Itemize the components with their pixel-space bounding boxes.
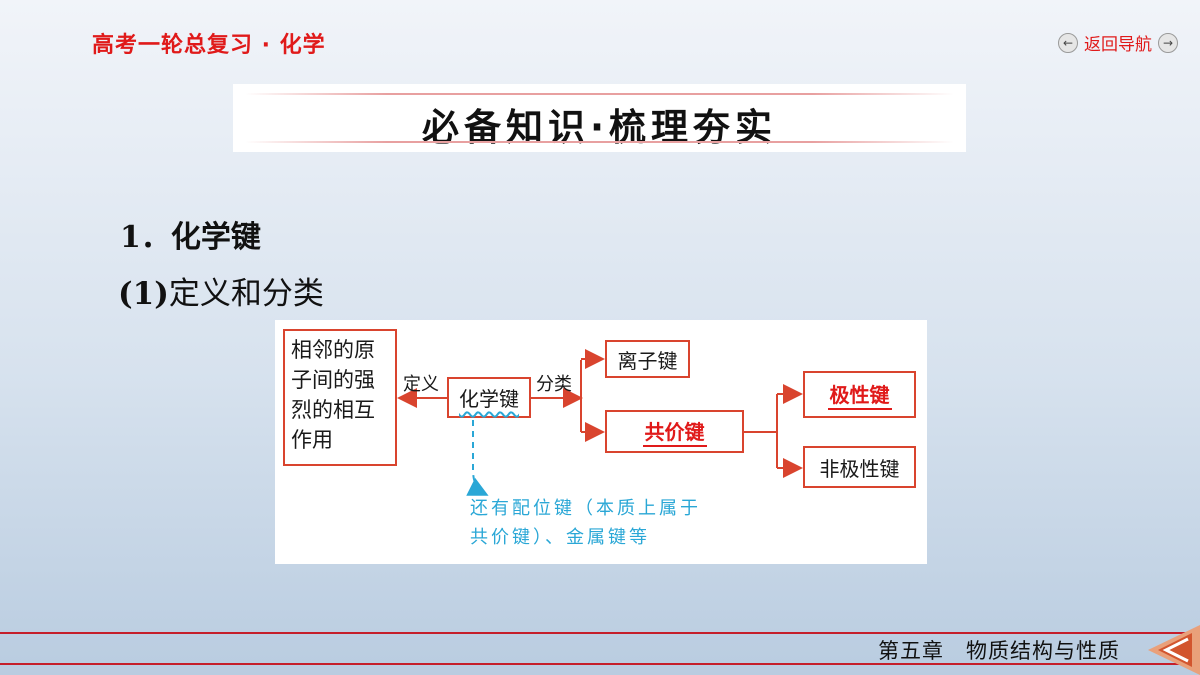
footer-rule-bottom <box>0 663 1200 665</box>
definition-label: 定义 <box>403 374 439 395</box>
course-title: 高考一轮总复习 · 化学 <box>92 33 326 58</box>
polar-bond-box: 极性键 <box>803 371 916 418</box>
subsection-number: (1) <box>118 276 169 312</box>
definition-text: 相邻的原 子间的强 烈的相互 作用 <box>291 335 375 455</box>
chemical-bond-text: 化学键 <box>459 387 519 411</box>
nonpolar-bond-box: 非极性键 <box>803 446 916 488</box>
subsection-title: (1)定义和分类 <box>118 268 324 313</box>
covalent-bond-box: 共价键 <box>605 410 744 453</box>
classify-label: 分类 <box>536 374 572 395</box>
footer-rule-top <box>0 632 1200 634</box>
chapter-label: 第五章 物质结构与性质 <box>878 639 1120 663</box>
section-title: 1．化学键 <box>120 220 261 255</box>
diagram-connectors <box>397 349 803 496</box>
definition-line: 烈的相互 <box>291 398 375 422</box>
chemical-bond-box: 化学键 <box>447 377 531 418</box>
definition-line: 作用 <box>291 428 333 452</box>
arrow-left-icon[interactable]: ← <box>1058 32 1078 53</box>
note-line: 还有配位键（本质上属于 <box>470 498 701 519</box>
covalent-bond-text: 共价键 <box>642 416 707 447</box>
note-arrow <box>466 420 489 496</box>
banner-rule-top <box>245 93 954 95</box>
polar-bond-text: 极性键 <box>827 379 892 410</box>
arrow-right-icon[interactable]: → <box>1158 32 1178 53</box>
subsection-label: 定义和分类 <box>168 276 324 312</box>
definition-box: 相邻的原 子间的强 烈的相互 作用 <box>283 329 397 466</box>
concept-diagram: 相邻的原 子间的强 烈的相互 作用 定义 化学键 分类 离子键 共价键 极性键 … <box>275 320 927 564</box>
banner-rule-bottom <box>245 141 954 143</box>
nav-label[interactable]: 返回导航 <box>1084 35 1152 55</box>
definition-line: 子间的强 <box>291 368 375 392</box>
ionic-bond-box: 离子键 <box>605 340 690 378</box>
note-text: 还有配位键（本质上属于 共价键）、金属键等 <box>470 494 740 552</box>
back-chevron-icon[interactable] <box>1130 625 1200 675</box>
definition-line: 相邻的原 <box>291 338 375 362</box>
ionic-bond-text: 离子键 <box>617 348 678 373</box>
nonpolar-bond-text: 非极性键 <box>819 456 900 481</box>
nav-back[interactable]: ← 返回导航 → <box>1058 30 1178 55</box>
note-line: 共价键）、金属键等 <box>470 527 650 548</box>
section-banner: 必备知识·梳理夯实 <box>233 84 966 152</box>
